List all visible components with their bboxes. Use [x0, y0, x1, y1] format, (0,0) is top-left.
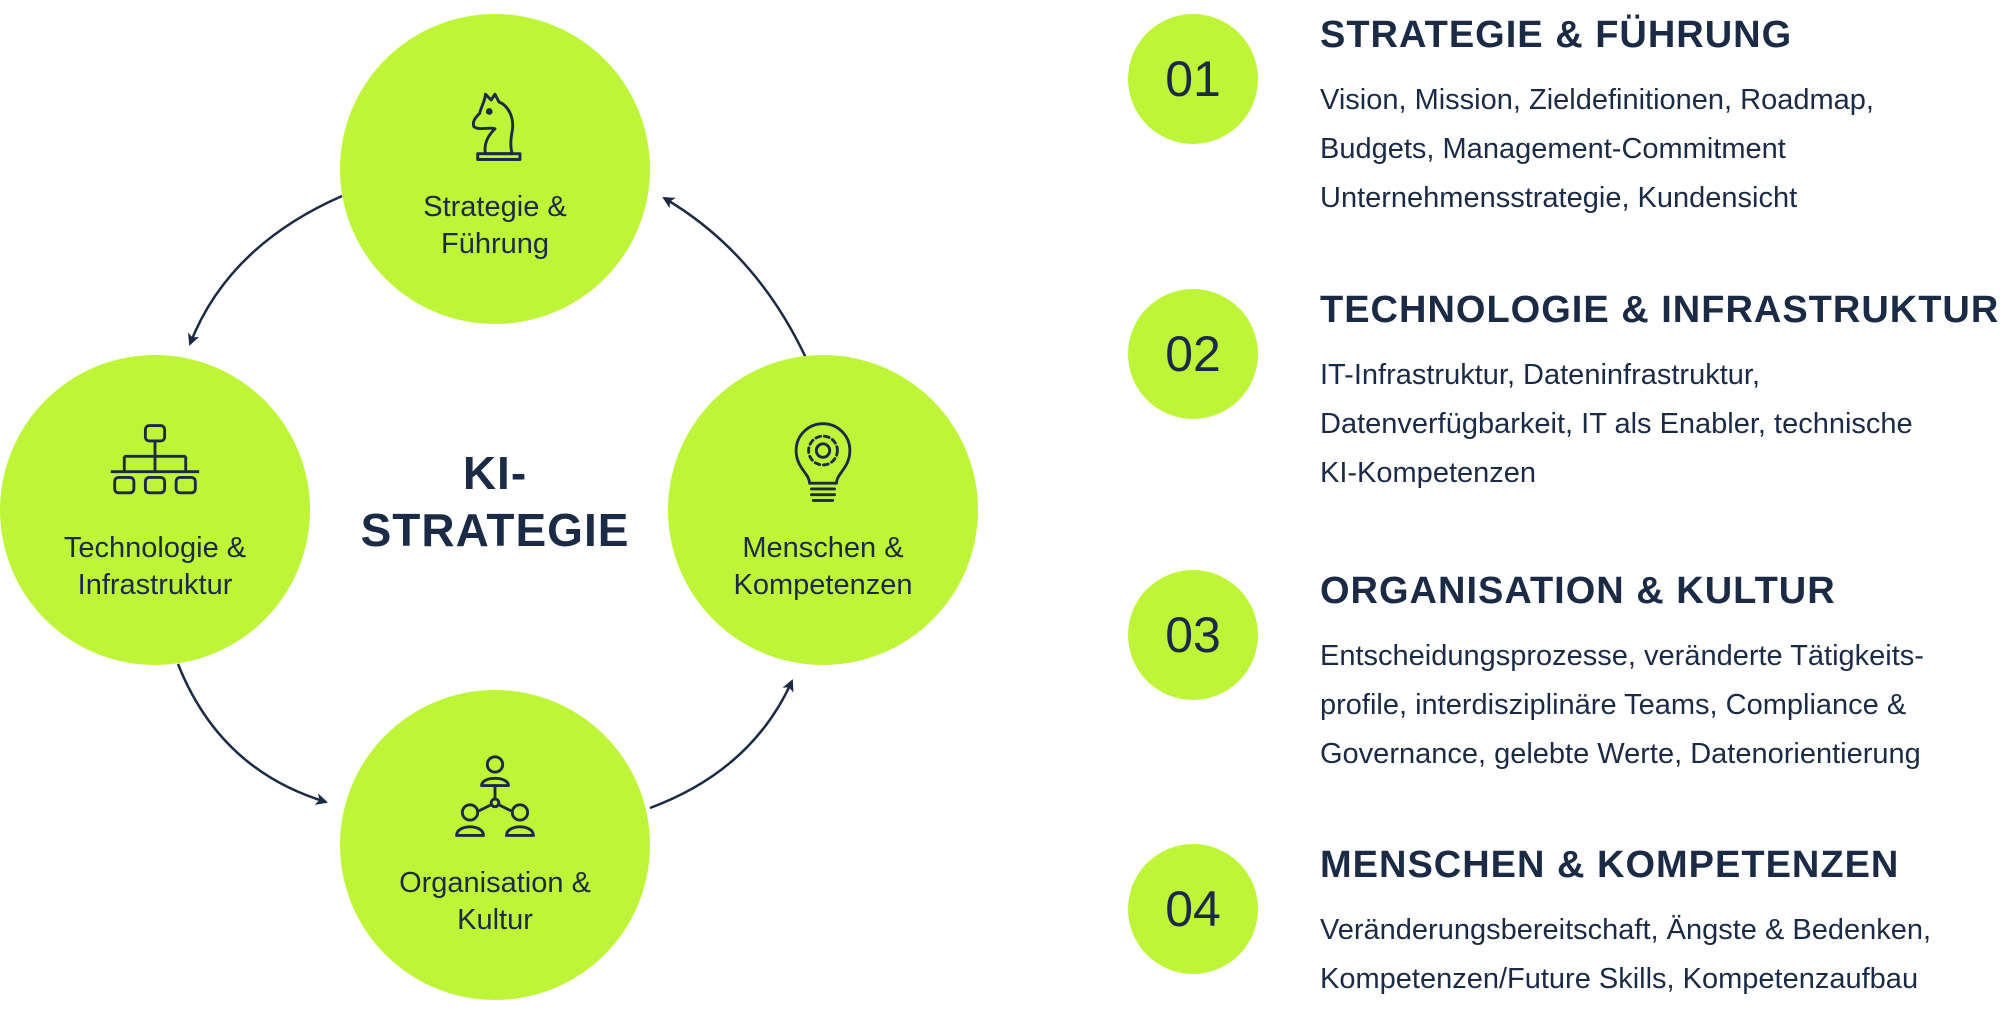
item-description: Vision, Mission, Zieldefinitionen, Roadm… [1320, 84, 1874, 214]
arrow-technologie-to-organisation [176, 663, 328, 805]
team-network-icon [455, 755, 535, 837]
item-description: Entscheidungsprozesse, veränderte Tätigk… [1320, 640, 1924, 770]
item-description: IT-Infrastruktur, Dateninfrastruktur, Da… [1320, 359, 1913, 489]
center-title: KI- STRATEGIE [360, 447, 630, 556]
number-badge: 01 [1128, 14, 1258, 144]
number-badge: 02 [1128, 289, 1258, 419]
circle-label: Technologie & Infrastruktur [63, 532, 247, 601]
item-heading: MENSCHEN & KOMPETENZEN [1320, 844, 1900, 886]
circle-label: Strategie & Führung [423, 191, 567, 260]
circle-organisation-kultur: Organisation & Kultur [340, 690, 650, 1000]
chess-knight-icon [471, 92, 522, 161]
arrow-organisation-to-menschen [649, 679, 794, 810]
arrow-menschen-to-strategie [662, 196, 808, 359]
circle-technologie-infrastruktur: Technologie & Infrastruktur [0, 355, 310, 665]
circle-strategie-fuehrung: Strategie & Führung [340, 14, 650, 324]
circle-label: Menschen & Kompetenzen [733, 532, 913, 601]
lightbulb-gear-icon [794, 422, 852, 502]
circle-menschen-kompetenzen: Menschen & Kompetenzen [668, 355, 978, 665]
item-heading: TECHNOLOGIE & INFRASTRUKTUR [1320, 289, 2000, 331]
number-badge: 03 [1128, 570, 1258, 700]
arrow-strategie-to-technologie [188, 194, 343, 346]
org-chart-icon [110, 424, 200, 495]
circle-label: Organisation & Kultur [399, 867, 591, 936]
item-heading: ORGANISATION & KULTUR [1320, 570, 1836, 612]
item-description: Veränderungsbereitschaft, Ängste & Beden… [1320, 914, 1932, 995]
item-heading: STRATEGIE & FÜHRUNG [1320, 14, 1793, 56]
number-badge: 04 [1128, 844, 1258, 974]
